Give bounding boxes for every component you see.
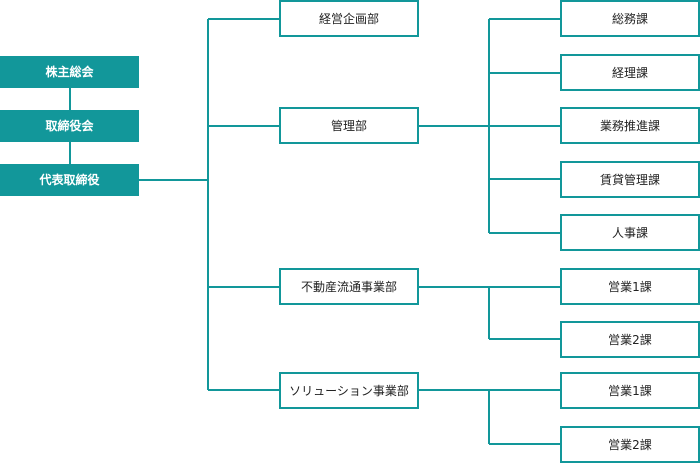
division-box-keiei-kikaku: 経営企画部 bbox=[279, 0, 419, 37]
division-box-fudosan-ryutsu: 不動産流通事業部 bbox=[279, 268, 419, 305]
section-box-somu: 総務課 bbox=[560, 0, 700, 37]
section-box-jinji: 人事課 bbox=[560, 214, 700, 251]
section-box-fudosan-eigyo-2: 営業2課 bbox=[560, 321, 700, 358]
shareholders-meeting-box: 株主総会 bbox=[0, 56, 139, 88]
representative-director-box: 代表取締役 bbox=[0, 164, 139, 196]
section-box-keiri: 経理課 bbox=[560, 54, 700, 91]
section-box-solution-eigyo-2: 営業2課 bbox=[560, 426, 700, 463]
division-box-kanri: 管理部 bbox=[279, 107, 419, 144]
section-box-fudosan-eigyo-1: 営業1課 bbox=[560, 268, 700, 305]
division-box-solution: ソリューション事業部 bbox=[279, 372, 419, 409]
board-of-directors-box: 取締役会 bbox=[0, 110, 139, 142]
section-box-gyomu-suishin: 業務推進課 bbox=[560, 107, 700, 144]
section-box-chintai-kanri: 賃貸管理課 bbox=[560, 161, 700, 198]
section-box-solution-eigyo-1: 営業1課 bbox=[560, 372, 700, 409]
